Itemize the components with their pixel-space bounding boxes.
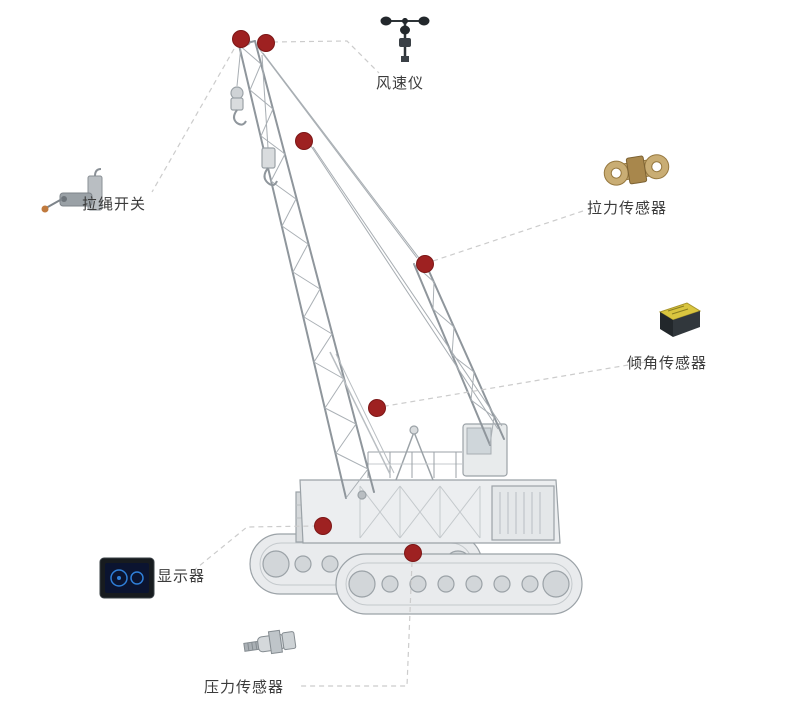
connector-tension-sensor — [432, 210, 584, 262]
marker-cab-display — [314, 517, 332, 535]
marker-upper-boom — [295, 132, 313, 150]
label-tilt-sensor: 倾角传感器 — [627, 355, 708, 372]
hook-blocks-illustration — [230, 45, 278, 187]
tension-sensor-icon — [603, 154, 670, 186]
marker-boom-tip-anemometer — [257, 34, 275, 52]
front-track-illustration — [335, 553, 583, 615]
pendant-ropes-illustration — [256, 45, 503, 430]
pull-rope-switch-icon — [41, 168, 103, 213]
pressure-sensor-icon — [243, 629, 297, 655]
label-pull-rope-switch: 拉绳开关 — [82, 196, 147, 213]
marker-pendant-tension — [416, 255, 434, 273]
label-pressure-sensor: 压力传感器 — [204, 679, 285, 696]
label-tension-sensor: 拉力传感器 — [587, 200, 668, 217]
connector-anemometer — [272, 40, 380, 74]
crane-body-illustration — [295, 423, 561, 544]
marker-boom-tilt — [368, 399, 386, 417]
tilt-sensor-icon — [658, 302, 702, 337]
label-display: 显示器 — [157, 568, 206, 585]
crane-illustration — [230, 38, 583, 615]
connector-tilt-sensor — [385, 361, 647, 407]
product-icons — [41, 16, 702, 655]
marker-pressure — [404, 544, 422, 562]
anemometer-icon — [380, 16, 430, 62]
label-anemometer: 风速仪 — [376, 75, 425, 92]
display-icon — [99, 557, 155, 599]
sensor-markers — [232, 30, 434, 562]
connector-pull-rope-switch — [151, 48, 235, 193]
marker-boom-tip-switch — [232, 30, 250, 48]
main-boom-illustration — [238, 38, 395, 499]
connector-lines — [151, 40, 647, 687]
